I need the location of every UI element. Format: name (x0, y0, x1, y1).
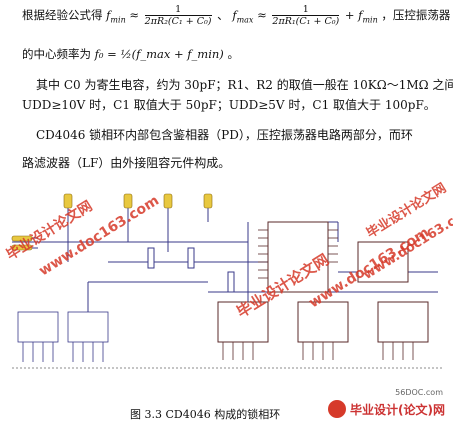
brand-text: 毕业设计(论文)网 (350, 402, 445, 417)
separator: 、 (217, 8, 229, 22)
brand-logo-icon (328, 400, 347, 418)
figure-caption: 图 3.3 CD4046 构成的锁相环 (130, 408, 281, 421)
fmax-symbol: fmax (232, 8, 254, 25)
formula-intro-text: 根据经验公式得 (22, 8, 103, 22)
paragraph-components: 其中 C0 为寄生电容，约为 30pF；R1、R2 的取值一般在 10KΩ～1M… (36, 78, 453, 92)
brand-logo: 毕业设计(论文)网 (328, 398, 445, 420)
formula-suffix-text: ，压控振荡器 (381, 8, 451, 22)
fmin-symbol: fmin (106, 8, 126, 25)
center-frequency-formula: f₀ = ½(f_max + f_min) (94, 47, 224, 61)
brand-url: 56DOC.com (395, 388, 443, 397)
fmin-fraction: 1 2πR₂(C₁ + C₀) (144, 4, 212, 27)
formula-line-1: 根据经验公式得 fmin ≈ 1 2πR₂(C₁ + C₀) 、 fmax ≈ … (22, 4, 451, 27)
fmin-add-term: + fmin (344, 8, 378, 25)
approx-sign: ≈ (129, 8, 140, 22)
circuit-schematic (8, 182, 448, 382)
paragraph-capacitor: UDD≥10V 时，C1 取值大于 50pF；UDD≥5V 时，C1 取值大于 … (22, 98, 436, 112)
center-frequency-line: 的中心频率为 f₀ = ½(f_max + f_min) 。 (22, 47, 239, 61)
paragraph-cd4046: CD4046 锁相环内部包含鉴相器（PD），压控振荡器电路两部分，而环 (36, 128, 413, 142)
fmax-fraction: 1 2πR₁(C₁ + C₀) (272, 4, 340, 27)
paragraph-loop-filter: 路滤波器（LF）由外接阻容元件构成。 (22, 156, 231, 170)
